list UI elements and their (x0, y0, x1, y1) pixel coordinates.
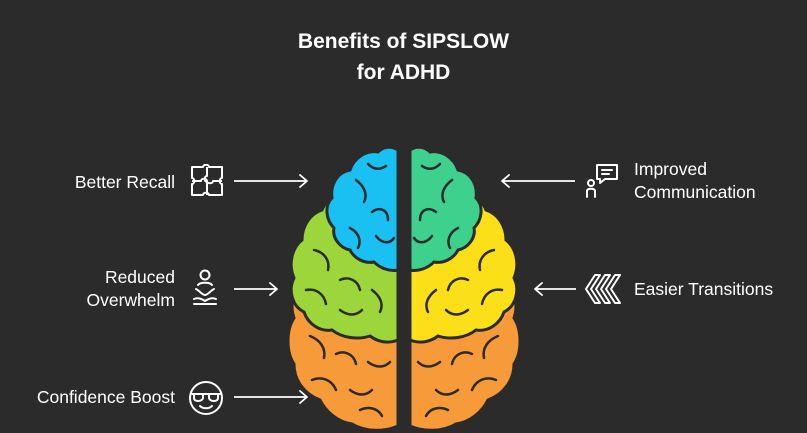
rewind-icon (585, 274, 621, 304)
puzzle-icon (191, 164, 223, 196)
brain-illustration (286, 145, 522, 432)
right-hemisphere (408, 145, 522, 432)
arrow-improved-communication (501, 174, 575, 188)
label-reduced-overwhelm-line1: Reduced (104, 267, 175, 287)
arrow-better-recall (234, 174, 308, 188)
label-reduced-overwhelm: Reduced Overwhelm (40, 266, 176, 312)
label-better-recall: Better Recall (74, 172, 175, 192)
speech-person-icon (586, 164, 618, 198)
arrow-easier-transitions (534, 282, 576, 296)
meditation-icon (193, 269, 217, 305)
title-line-2: for ADHD (356, 61, 451, 84)
diagram-title: Benefits of SIPSLOW for ADHD (0, 26, 807, 88)
sunglasses-icon (189, 381, 223, 415)
label-confidence-boost: Confidence Boost (36, 387, 175, 407)
label-reduced-overwhelm-line2: Overwhelm (86, 290, 176, 310)
label-improved-communication-line2: Communication (634, 182, 756, 202)
arrow-confidence-boost (234, 390, 308, 404)
label-easier-transitions: Easier Transitions (634, 279, 774, 299)
arrow-reduced-overwhelm (234, 282, 278, 296)
left-hemisphere (286, 145, 400, 432)
title-line-1: Benefits of SIPSLOW (297, 30, 510, 53)
label-improved-communication-line1: Improved (634, 159, 707, 179)
label-improved-communication: Improved Communication (634, 158, 804, 204)
